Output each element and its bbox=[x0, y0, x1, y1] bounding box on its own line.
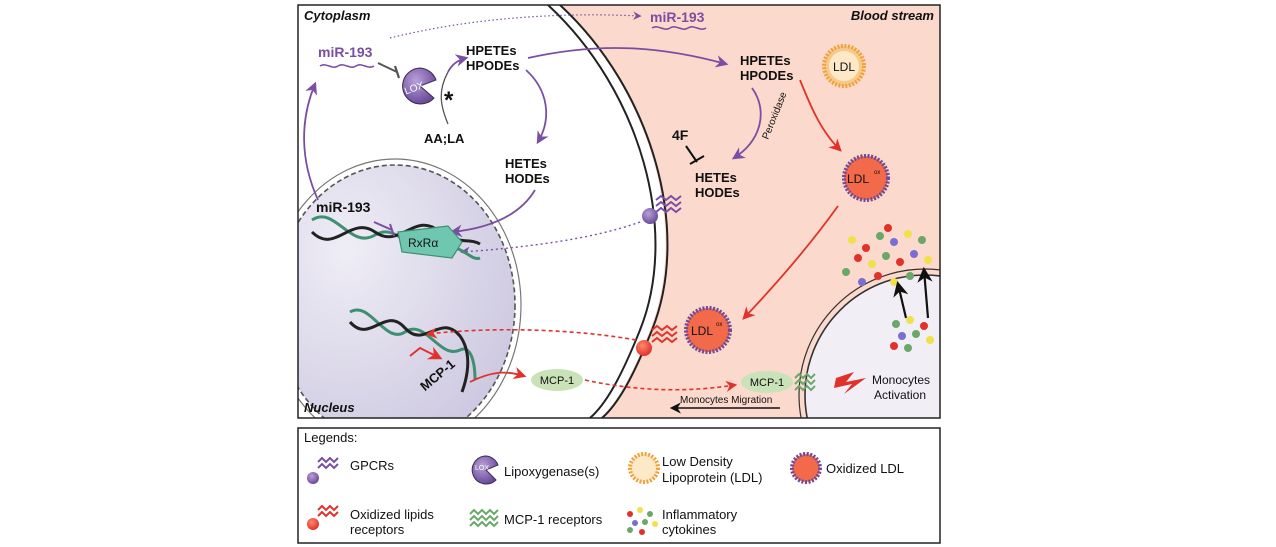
oxidized-lipids-receptor-icon bbox=[636, 324, 678, 356]
substrate-line bbox=[440, 71, 449, 125]
lipoxygenase-icon bbox=[471, 455, 499, 485]
monocytes-activation-label-1: Monocytes bbox=[872, 373, 930, 387]
hodes-cyto-label: HODEs bbox=[505, 171, 550, 186]
blood-stream-label: Blood stream bbox=[851, 8, 935, 23]
mcp1-receptor-oval bbox=[741, 371, 793, 393]
legend-mcp1-receptors-label: MCP-1 receptors bbox=[504, 512, 603, 527]
mir193-cytoplasm-label: miR-193 bbox=[318, 44, 373, 60]
legend-oxidized-lipids-label-2: receptors bbox=[350, 522, 405, 537]
oxidized-ldl-bound-icon bbox=[684, 306, 732, 354]
legend-lipoxygenase-label: Lipoxygenase(s) bbox=[504, 464, 599, 479]
legend-lipoxygenase-icon-text: LOX bbox=[475, 465, 489, 472]
mcp1-cytoplasm-oval bbox=[531, 369, 583, 391]
mcp1-promoter-arrow bbox=[409, 346, 443, 360]
ldl-icon bbox=[628, 452, 660, 484]
hodes-blood-label: HODEs bbox=[695, 185, 740, 200]
mcp1-receptor-label: MCP-1 bbox=[750, 377, 784, 389]
mir193-blood-label: miR-193 bbox=[650, 9, 705, 25]
oxldl-to-receptor-arrow bbox=[742, 205, 839, 320]
mcp1-receptor-icon bbox=[794, 372, 816, 392]
lox-to-hpetes-arrow bbox=[447, 54, 469, 73]
oxidized-ldl-icon bbox=[790, 452, 822, 484]
inhibitor-4f-label: 4F bbox=[672, 127, 689, 143]
rxr-alpha-box bbox=[397, 225, 463, 259]
mir193-blood-strand bbox=[651, 26, 707, 30]
oxldl-superscript-2: ox bbox=[716, 322, 722, 328]
legend-oxidized-lipids-receptor-icon bbox=[307, 504, 339, 530]
mcp1-cytoplasm-label: MCP-1 bbox=[540, 375, 574, 387]
mcp1-receptors-icon bbox=[469, 508, 499, 528]
legend-cytokines-label-2: cytokines bbox=[662, 522, 717, 537]
cytokine-release-arrow-1 bbox=[893, 281, 909, 319]
star-mark: * bbox=[444, 87, 454, 114]
intracellular-cytokines-cluster bbox=[890, 316, 934, 352]
hetes-blood-label: HETEs bbox=[695, 170, 737, 185]
cytokines-icon bbox=[627, 507, 658, 535]
mcp1-gene-to-protein-arrow bbox=[469, 366, 527, 383]
hpodes-blood-label: HPODEs bbox=[740, 68, 793, 83]
legend-ldl-label-2: Lipoprotein (LDL) bbox=[662, 470, 762, 485]
hpetes-blood-label: HPETEs bbox=[740, 53, 791, 68]
mir193-inhibits-lox bbox=[377, 62, 398, 73]
legend-oxidized-ldl-label: Oxidized LDL bbox=[826, 461, 904, 476]
cell-membrane bbox=[547, 5, 657, 418]
cytokine-release-arrow-2 bbox=[917, 266, 933, 319]
gpcr-receptor-icon bbox=[642, 194, 682, 224]
lightning-icon bbox=[834, 372, 866, 394]
nucleus-to-mir193-arrow bbox=[303, 81, 319, 201]
hpodes-cyto-label: HPODEs bbox=[466, 58, 519, 73]
oxldl-label-2: LDL bbox=[691, 324, 713, 338]
rxr-alpha-label: RxRα bbox=[408, 236, 438, 250]
legend-title: Legends: bbox=[304, 430, 358, 445]
monocytes-activation-label-2: Activation bbox=[874, 388, 926, 402]
gpcr-icon bbox=[307, 456, 339, 484]
peroxidase-arrow bbox=[731, 87, 762, 160]
legend-ldl-label-1: Low Density bbox=[662, 454, 733, 469]
hpetes-to-hetes-arrow bbox=[525, 69, 549, 145]
oxldl-label-1: LDL bbox=[847, 172, 869, 186]
hpetes-export-arrow bbox=[527, 47, 729, 68]
mir193-cytoplasm-strand bbox=[319, 64, 375, 68]
hpetes-cyto-label: HPETEs bbox=[466, 43, 517, 58]
receptor-to-nucleus-arrow bbox=[425, 327, 637, 341]
mcp1-secretion-arrow bbox=[584, 379, 738, 392]
mir193-nucleus-inhibition bbox=[373, 221, 395, 237]
legend-oxidized-lipids-label-1: Oxidized lipids bbox=[350, 507, 434, 522]
legend-panel: Legends: GPCRs LOX Lipoxygenase(s) Low D… bbox=[297, 427, 941, 544]
inflammatory-cytokines-cluster bbox=[842, 224, 932, 286]
mir193-nucleus-label: miR-193 bbox=[316, 199, 371, 215]
oxidized-ldl-particle-icon bbox=[842, 154, 890, 202]
4f-inhibition-mark bbox=[685, 145, 705, 165]
legend-gpcr-label: GPCRs bbox=[350, 458, 395, 473]
substrate-label: AA;LA bbox=[424, 131, 465, 146]
ldl-oxidation-arrow bbox=[799, 79, 842, 152]
monocytes-migration-label: Monocytes Migration bbox=[680, 395, 772, 406]
cytoplasm-label: Cytoplasm bbox=[304, 8, 371, 23]
mir193-export-arrow bbox=[389, 11, 642, 39]
ldl-label: LDL bbox=[833, 60, 855, 74]
oxldl-superscript-1: ox bbox=[874, 170, 880, 176]
lox-enzyme-icon bbox=[402, 67, 437, 105]
hetes-to-rxr-arrow bbox=[449, 189, 536, 238]
ldl-particle-icon bbox=[822, 44, 866, 88]
legend-cytokines-label-1: Inflammatory bbox=[662, 507, 738, 522]
hetes-cyto-label: HETEs bbox=[505, 156, 547, 171]
nucleus-label: Nucleus bbox=[304, 400, 355, 415]
